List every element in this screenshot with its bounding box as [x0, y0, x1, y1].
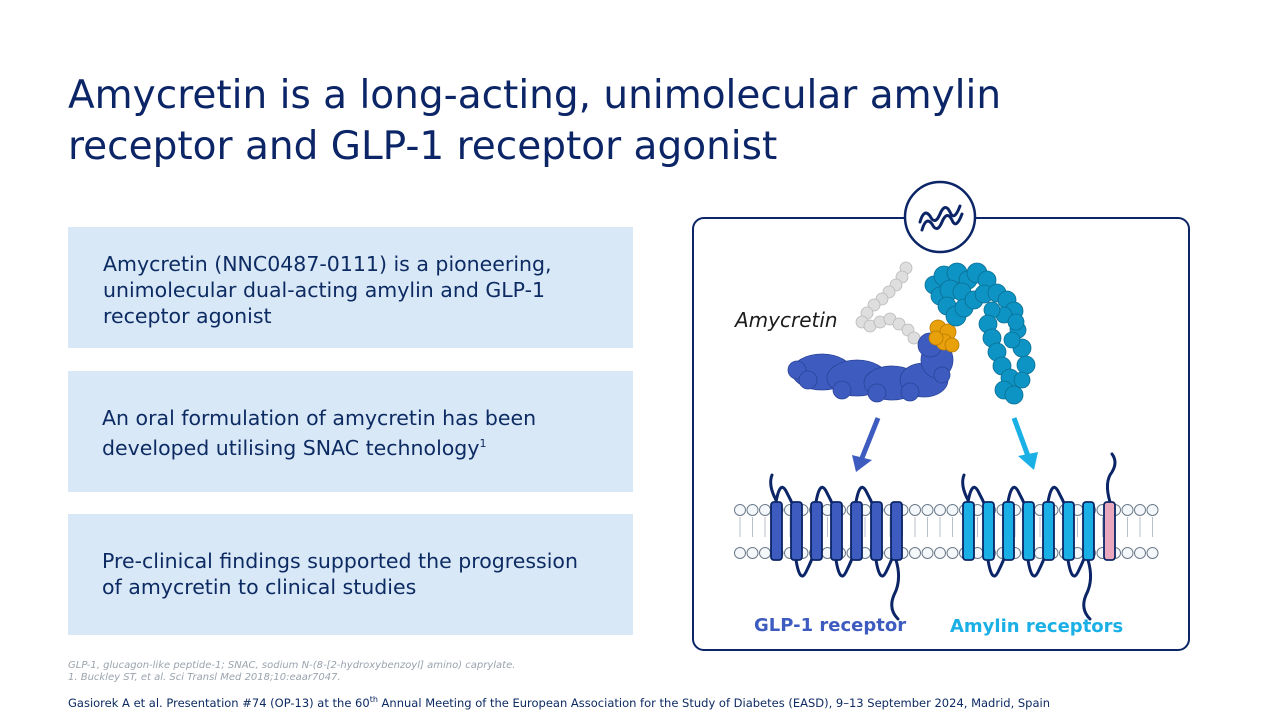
glp1-receptor-diagram	[769, 473, 903, 621]
title-line-2: receptor and GLP-1 receptor agonist	[68, 124, 778, 169]
key-point-1-line-1: Amycretin (NNC0487-0111) is a pioneering…	[103, 252, 552, 276]
citation-text-end: Annual Meeting of the European Associati…	[377, 695, 1051, 710]
presentation-citation: Gasiorek A et al. Presentation #74 (OP-1…	[68, 693, 1050, 710]
peptide-helix-icon	[903, 180, 977, 254]
amylin-receptors-label: Amylin receptors	[950, 616, 1124, 637]
key-point-2-line-1: An oral formulation of amycretin has bee…	[102, 406, 537, 430]
linker-segment	[928, 319, 960, 353]
reference-1: 1. Buckley ST, et al. Sci Transl Med 201…	[68, 672, 341, 683]
citation-ordinal: th	[369, 695, 378, 704]
abbreviations-footnote: GLP-1, glucagon-like peptide-1; SNAC, so…	[68, 660, 515, 684]
title-line-1: Amycretin is a long-acting, unimolecular…	[68, 73, 1002, 118]
fatty-acid-chain	[855, 261, 921, 345]
key-point-1-line-2: unimolecular dual-acting amylin and GLP-…	[103, 278, 546, 302]
slide-title: Amycretin is a long-acting, unimolecular…	[68, 70, 1188, 172]
glp1-receptor-label: GLP-1 receptor	[754, 615, 907, 636]
key-point-box-1: Amycretin (NNC0487-0111) is a pioneering…	[68, 227, 633, 348]
amycretin-molecule	[787, 261, 1036, 405]
arrow-to-amylin-receptors	[1011, 417, 1038, 470]
footnote-ref-1: 1	[479, 437, 487, 450]
key-point-2-line-2-text: developed utilising SNAC technology	[102, 435, 480, 460]
amylin-receptor-diagram	[961, 452, 1117, 621]
mechanism-figure	[734, 180, 1159, 621]
arrow-to-glp1-receptor	[852, 417, 881, 472]
key-point-box-2: An oral formulation of amycretin has bee…	[68, 371, 633, 492]
citation-text-start: Gasiorek A et al. Presentation #74 (OP-1…	[68, 695, 370, 710]
amycretin-label: Amycretin	[735, 308, 838, 332]
abbreviations-text: GLP-1, glucagon-like peptide-1; SNAC, so…	[68, 660, 516, 671]
key-point-box-3: Pre-clinical findings supported the prog…	[68, 514, 633, 635]
amylin-peptide-segment	[924, 262, 1036, 405]
key-point-1-line-3: receptor agonist	[103, 304, 272, 328]
key-point-2-line-2: developed utilising SNAC technology1	[102, 431, 613, 461]
key-point-3-line-1: Pre-clinical findings supported the prog…	[102, 549, 578, 573]
key-point-3-line-2: of amycretin to clinical studies	[102, 575, 417, 599]
glp1-peptide-segment	[787, 332, 954, 403]
